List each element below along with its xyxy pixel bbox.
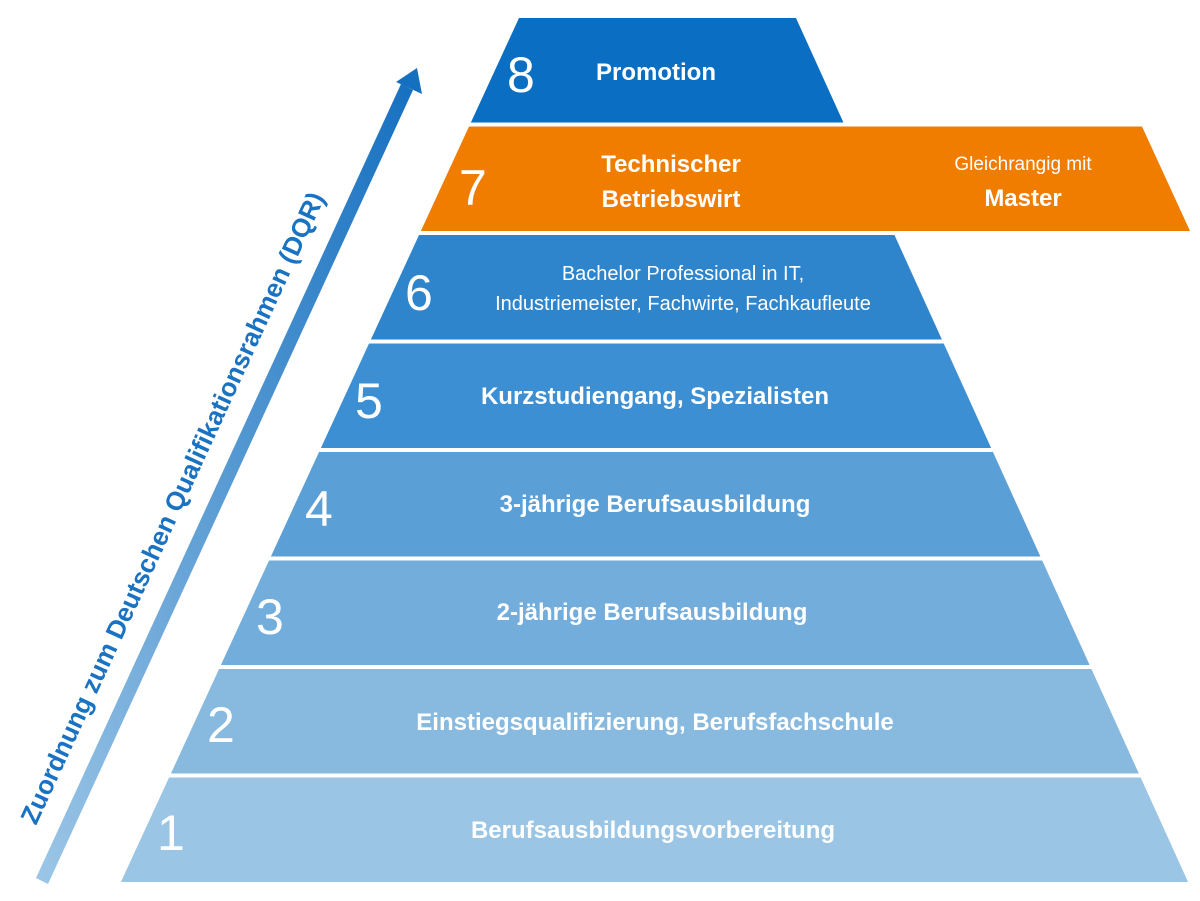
level-2-label-line: Einstiegsqualifizierung, Berufsfachschul… bbox=[416, 709, 893, 736]
level-1: 1 Berufsausbildungsvorbereitung bbox=[120, 777, 1189, 882]
level-5-number: 5 bbox=[355, 373, 383, 429]
level-6: 6 Bachelor Professional in IT, Industrieme… bbox=[370, 235, 942, 340]
level-5-band bbox=[320, 343, 992, 448]
level-2: 2 Einstiegsqualifizierung, Berufsfachschu… bbox=[170, 669, 1139, 774]
level-6-label-line: Industriemeister, Fachwirte, Fachkaufleu… bbox=[495, 293, 871, 315]
level-6-label-line: Bachelor Professional in IT, bbox=[562, 263, 804, 285]
level-3-number: 3 bbox=[256, 589, 284, 645]
level-3: 3 2-jährige Berufsausbildung bbox=[220, 560, 1090, 665]
level-5: 5 Kurzstudiengang, Spezialisten bbox=[320, 343, 992, 448]
level-4-band bbox=[270, 452, 1041, 557]
dqr-arrow-head bbox=[396, 68, 422, 94]
level-7-label-line: Technischer bbox=[601, 151, 741, 178]
level-3-label-line: 2-jährige Berufsausbildung bbox=[497, 599, 808, 626]
level-1-number: 1 bbox=[157, 805, 185, 861]
level-2-number: 2 bbox=[207, 697, 235, 753]
level-7-label-line: Betriebswirt bbox=[602, 186, 741, 213]
level-8-number: 8 bbox=[507, 47, 535, 103]
level-1-band bbox=[120, 777, 1189, 882]
level-7-number: 7 bbox=[459, 160, 487, 216]
level-8-label-line: Promotion bbox=[596, 59, 716, 86]
level-5-label-line: Kurzstudiengang, Spezialisten bbox=[481, 383, 829, 410]
level-7-band bbox=[420, 126, 1191, 231]
level-4: 4 3-jährige Berufsausbildung bbox=[270, 452, 1041, 557]
level-6-number: 6 bbox=[405, 265, 433, 321]
level-8-band bbox=[470, 18, 844, 123]
level-1-label-line: Berufsausbildungsvorbereitung bbox=[471, 817, 835, 844]
level-4-number: 4 bbox=[305, 481, 333, 537]
level-8: 8 Promotion bbox=[470, 18, 844, 123]
level-7-equivalence-line: Gleichrangig mit bbox=[954, 154, 1092, 175]
level-7-equivalence-line: Master bbox=[984, 185, 1061, 212]
level-6-band bbox=[370, 235, 942, 340]
level-4-label-line: 3-jährige Berufsausbildung bbox=[500, 491, 811, 518]
dqr-arrow bbox=[36, 68, 422, 884]
level-3-band bbox=[220, 560, 1090, 665]
dqr-arrow-shaft bbox=[36, 84, 413, 884]
level-2-band bbox=[170, 669, 1139, 774]
